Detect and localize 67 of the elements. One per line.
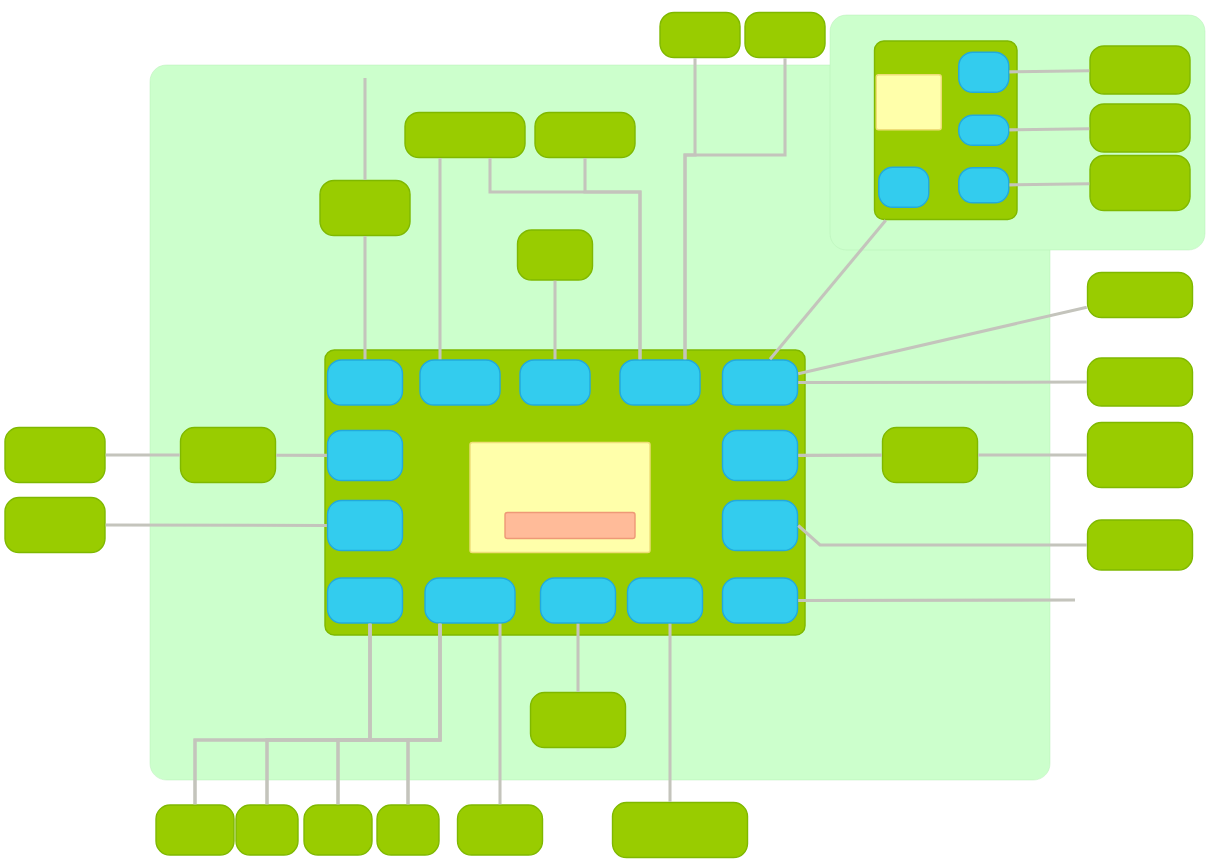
port-box	[419, 359, 501, 406]
port-box	[326, 359, 404, 406]
port-box	[721, 577, 799, 624]
connector-line	[363, 236, 367, 360]
module-box	[235, 804, 299, 856]
connector-line	[798, 380, 1087, 384]
port-box	[721, 429, 799, 482]
connector-line	[768, 219, 887, 361]
connector-line	[797, 524, 1087, 547]
port-box	[878, 166, 930, 208]
module-box	[611, 801, 749, 859]
connector-line	[105, 523, 327, 527]
module-box	[376, 804, 440, 856]
connector-line	[1009, 182, 1090, 187]
module-box	[534, 111, 636, 159]
module-box	[4, 426, 106, 484]
connector-line	[438, 158, 442, 360]
connector-line	[683, 58, 787, 360]
port-box	[721, 499, 799, 552]
port-box	[626, 577, 704, 624]
connector-line	[668, 623, 672, 802]
module-box	[155, 804, 235, 856]
module-box	[456, 804, 544, 856]
module-box	[529, 691, 627, 749]
module-box	[404, 111, 526, 159]
module-box	[1086, 421, 1194, 489]
module-box	[303, 804, 373, 856]
port-box	[326, 577, 404, 624]
module-box	[319, 179, 411, 237]
port-box	[326, 499, 404, 552]
connector-line	[798, 598, 1075, 603]
port-box	[958, 51, 1010, 93]
connector-line	[276, 453, 327, 457]
module-box	[881, 426, 979, 484]
port-box	[326, 429, 404, 482]
connector-line	[498, 623, 502, 805]
connector-line	[363, 78, 367, 180]
module-box	[659, 11, 741, 59]
port-box	[539, 577, 617, 624]
port-box	[958, 167, 1010, 204]
connector-line	[1009, 127, 1090, 132]
module-box	[744, 11, 826, 59]
connector-line	[576, 623, 580, 692]
module-box	[1086, 519, 1194, 571]
connector-line	[978, 453, 1087, 457]
module-box	[1086, 357, 1194, 407]
connector-line	[553, 280, 557, 360]
port-box	[958, 114, 1010, 146]
core-box	[875, 74, 942, 131]
inner-box	[504, 511, 636, 540]
connector-line	[797, 305, 1088, 376]
port-box	[721, 359, 799, 406]
port-box	[619, 359, 701, 406]
module-box	[1089, 154, 1191, 212]
module-box	[179, 426, 277, 484]
module-box	[1089, 103, 1191, 153]
connector-line	[583, 158, 642, 360]
port-box	[424, 577, 516, 624]
module-box	[516, 229, 594, 281]
module-box	[1089, 45, 1191, 95]
port-box	[519, 359, 591, 406]
module-box	[4, 496, 106, 554]
connector-line	[105, 453, 180, 457]
connector-line	[798, 453, 882, 457]
connector-line	[406, 623, 442, 805]
connector-line	[1009, 69, 1090, 74]
module-box	[1086, 271, 1194, 319]
